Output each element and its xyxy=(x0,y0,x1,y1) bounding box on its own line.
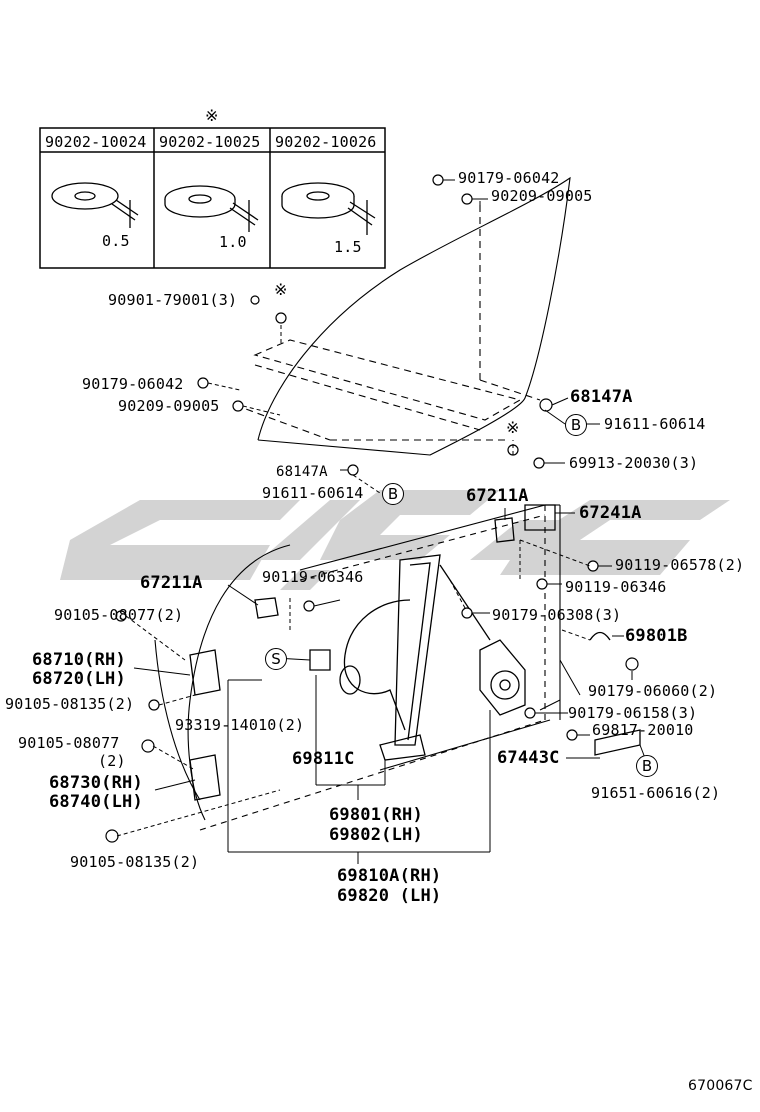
label-90119-06346-right: 90119-06346 xyxy=(565,578,667,596)
label-90105-08077-top: 90105-08077(2) xyxy=(54,606,184,624)
label-68147A-left: 68147A xyxy=(276,464,328,480)
label-69801B: 69801B xyxy=(625,626,688,646)
washer-icons xyxy=(51,182,376,235)
hinges xyxy=(189,504,641,801)
ref-s-marker: S xyxy=(265,648,287,670)
label-90179-06060: 90179-06060(2) xyxy=(588,682,718,700)
label-68740: 68740(LH) xyxy=(49,792,143,812)
label-90179-06308: 90179-06308(3) xyxy=(492,606,622,624)
label-91651-60616: 91651-60616(2) xyxy=(591,784,721,802)
door-glass xyxy=(234,176,571,456)
label-90105-08135-top: 90105-08135(2) xyxy=(5,695,135,713)
label-69801: 69801(RH) xyxy=(329,805,423,825)
label-69802: 69802(LH) xyxy=(329,825,423,845)
label-68720: 68720(LH) xyxy=(32,669,126,689)
ref-b-marker: B xyxy=(636,755,658,777)
label-90105-08077-bottom-qty: (2) xyxy=(98,752,126,770)
label-69817-20010: 69817-20010 xyxy=(592,721,694,739)
label-67211A-left: 67211A xyxy=(140,573,203,593)
label-90105-08135-bottom: 90105-08135(2) xyxy=(70,853,200,871)
label-90179-06042-top: 90179-06042 xyxy=(458,169,560,187)
ref-b-marker: B xyxy=(382,483,404,505)
label-90179-06158: 90179-06158(3) xyxy=(568,704,698,722)
washer-part-3: 90202-10026 xyxy=(275,133,377,151)
asterisk-mark: ※ xyxy=(274,280,288,299)
label-69810A: 69810A(RH) xyxy=(337,866,442,886)
label-69913-20030: 69913-20030(3) xyxy=(569,454,699,472)
ref-b-marker: B xyxy=(565,414,587,436)
label-90119-06346-left: 90119-06346 xyxy=(262,568,364,586)
label-67443C: 67443C xyxy=(497,748,560,768)
label-69811C: 69811C xyxy=(292,749,355,769)
label-91611-60614-left: 91611-60614 xyxy=(262,484,364,502)
label-67241A: 67241A xyxy=(579,503,642,523)
washer-part-1: 90202-10024 xyxy=(45,133,147,151)
washer-part-2: 90202-10025 xyxy=(159,133,261,151)
label-68730: 68730(RH) xyxy=(49,773,143,793)
label-90105-08077-bottom: 90105-08077 xyxy=(18,734,120,752)
label-68710: 68710(RH) xyxy=(32,650,126,670)
washer-thickness-1: 0.5 xyxy=(102,232,130,250)
label-90901-79001: 90901-79001(3) xyxy=(108,291,238,309)
watermark-logo xyxy=(60,490,730,590)
label-90119-06578: 90119-06578(2) xyxy=(615,556,745,574)
washer-thickness-3: 1.5 xyxy=(334,238,362,256)
window-regulator xyxy=(339,554,526,761)
label-90179-06042-left: 90179-06042 xyxy=(82,375,184,393)
label-91611-60614-right: 91611-60614 xyxy=(604,415,706,433)
label-69820: 69820 (LH) xyxy=(337,886,442,906)
washer-thickness-2: 1.0 xyxy=(219,233,247,251)
asterisk-mark: ※ xyxy=(205,106,219,125)
figure-code: 670067C xyxy=(688,1078,753,1094)
washer-table-frame xyxy=(39,127,386,269)
label-90209-09005-top: 90209-09005 xyxy=(491,187,593,205)
label-90209-09005-left: 90209-09005 xyxy=(118,397,220,415)
label-67211A-top: 67211A xyxy=(466,486,529,506)
leader-lines xyxy=(116,179,646,864)
label-93319-14010: 93319-14010(2) xyxy=(175,716,305,734)
asterisk-mark: ※ xyxy=(506,418,520,437)
label-68147A-right: 68147A xyxy=(570,387,633,407)
